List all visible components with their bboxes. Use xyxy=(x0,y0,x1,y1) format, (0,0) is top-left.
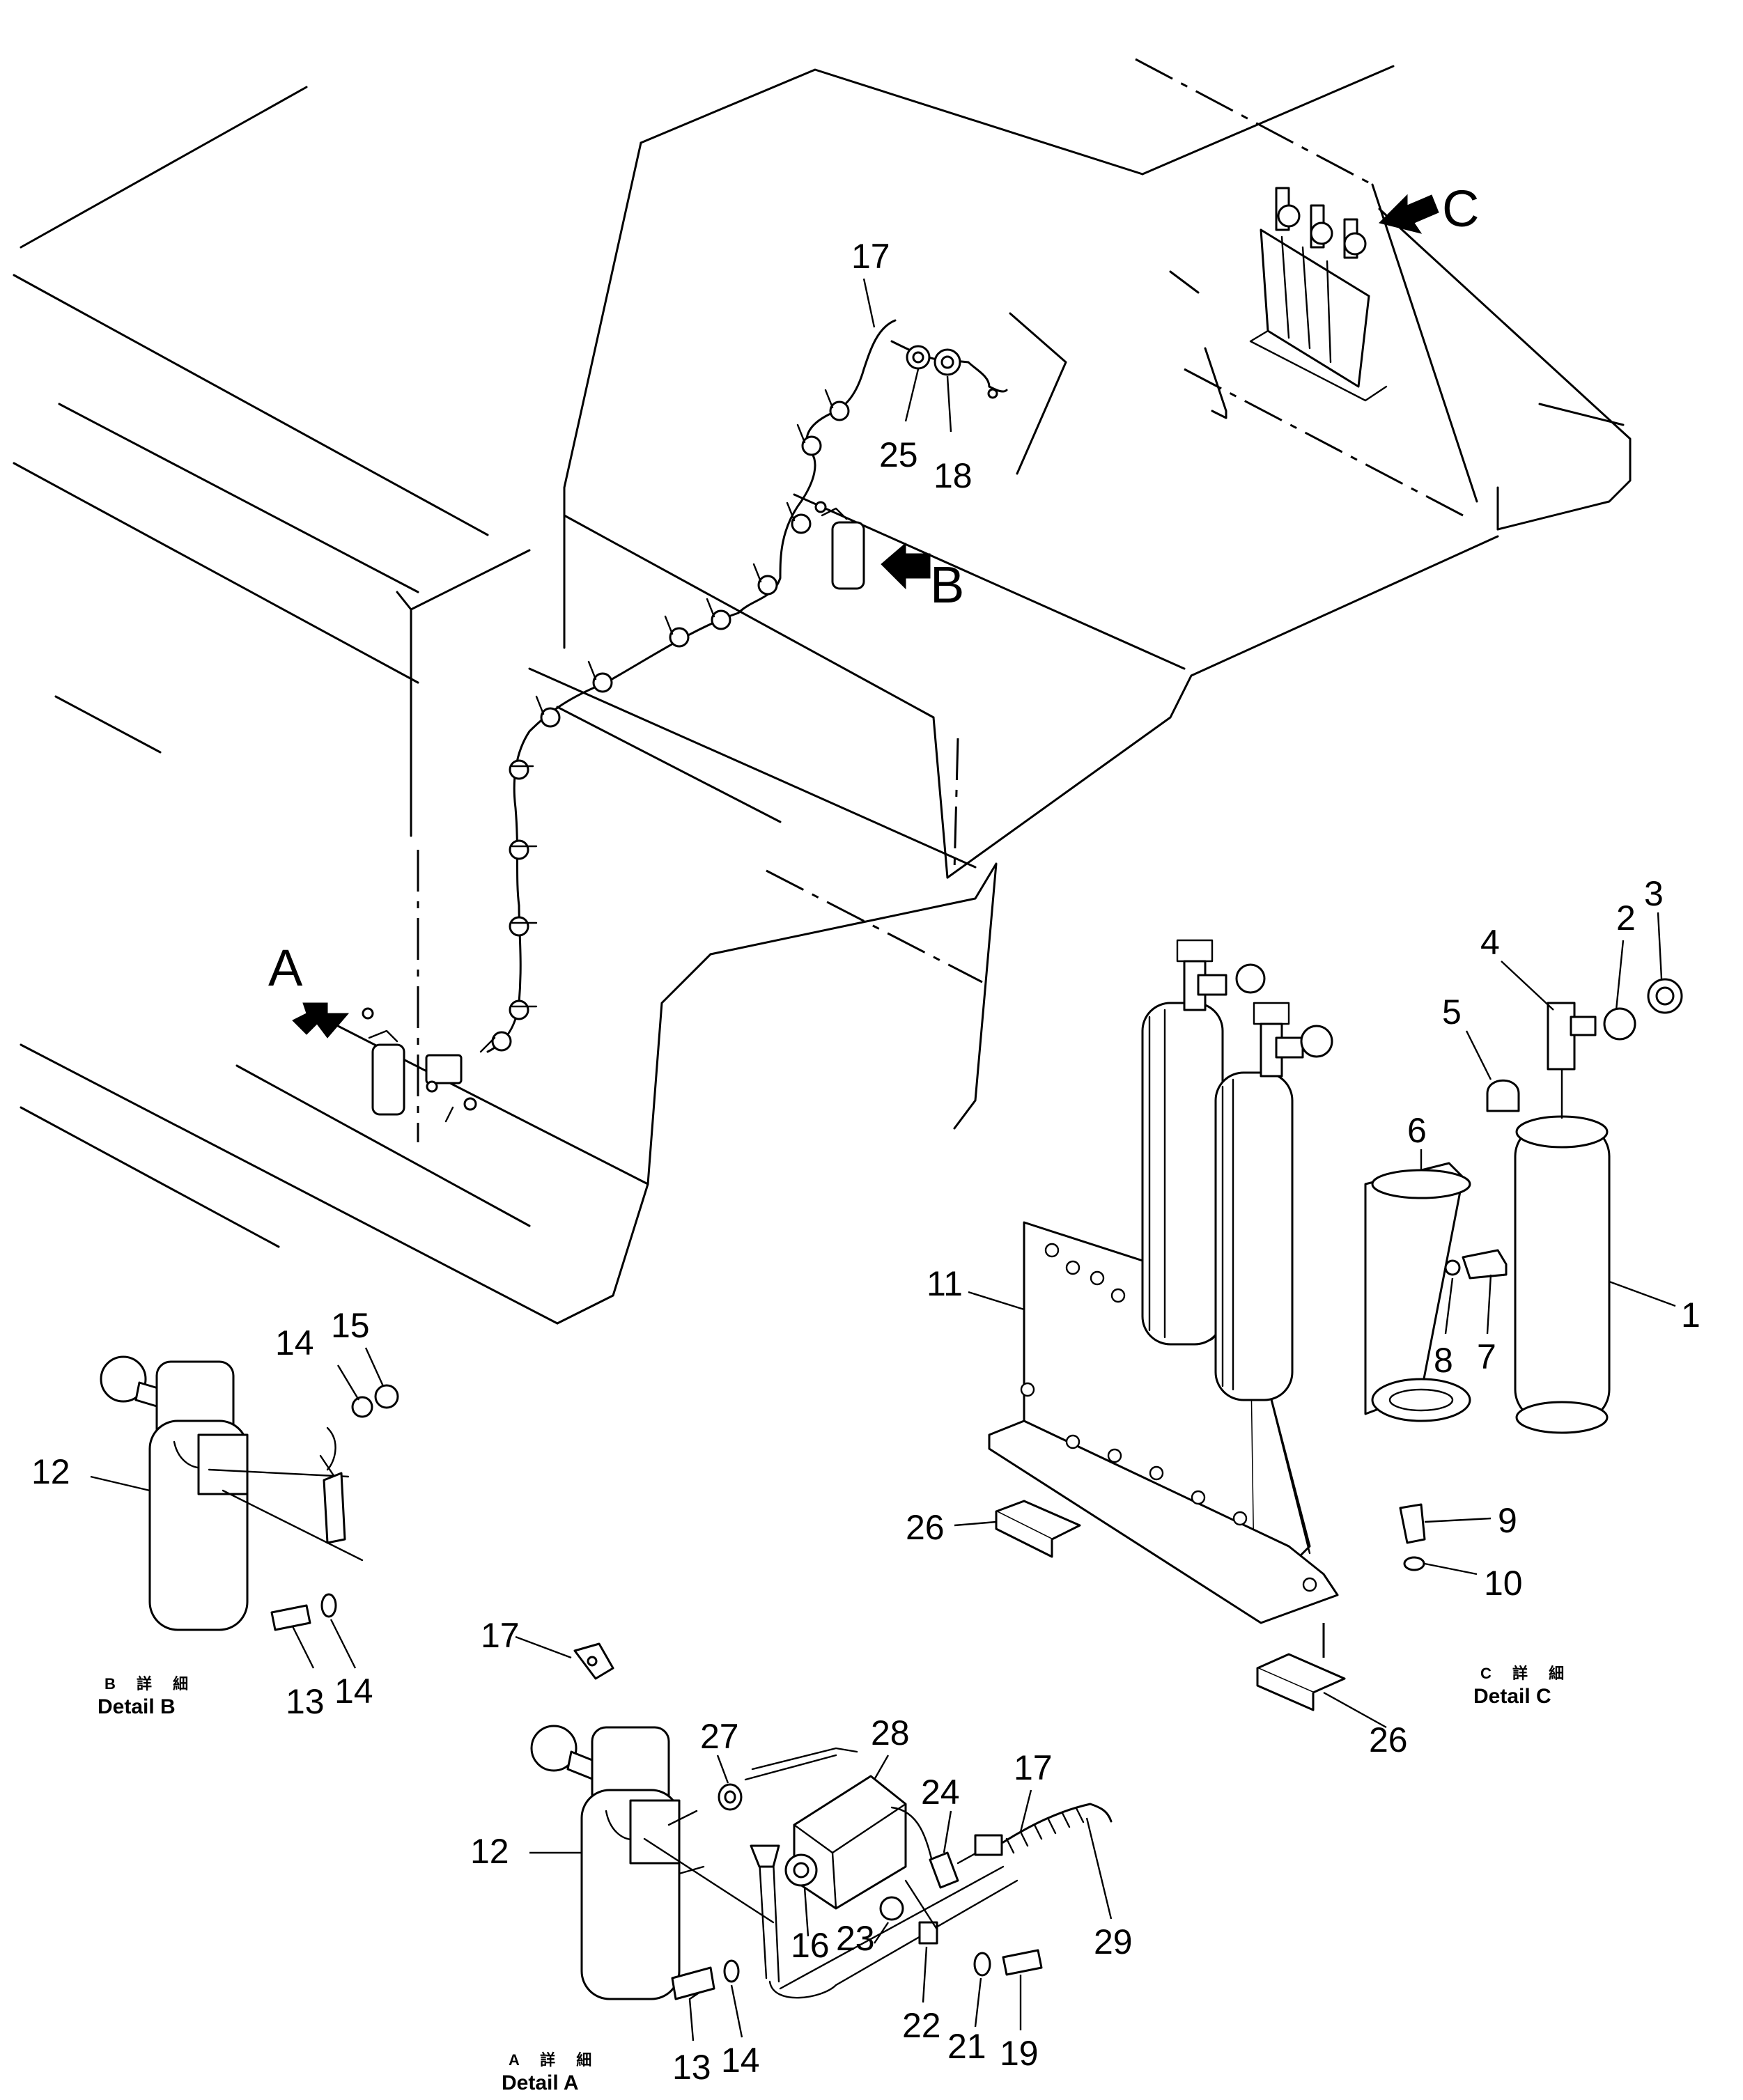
callout-13-detail-a: 13 xyxy=(672,2048,711,2087)
clamp-icon xyxy=(664,615,690,648)
callout-26-right: 26 xyxy=(1369,1720,1408,1759)
detail-c-caption-en: Detail C xyxy=(1473,1685,1551,1708)
hose-17-routing xyxy=(486,319,1008,1053)
clamp-icon xyxy=(796,423,822,456)
detail-c-caption-jp: C 詳 細 xyxy=(1480,1665,1572,1682)
callout-numbers: 17 25 18 1 2 3 4 5 6 7 8 9 10 11 26 26 1… xyxy=(31,237,1701,2087)
detail-b-caption-jp: B 詳 細 xyxy=(104,1675,196,1693)
callout-14-detail-b-top: 14 xyxy=(275,1323,314,1362)
view-arrow-a: A xyxy=(268,939,350,1039)
clamp-icon xyxy=(587,660,613,693)
callout-leaders xyxy=(90,278,1676,2041)
view-arrow-b: B xyxy=(881,542,964,614)
callout-16: 16 xyxy=(791,1926,830,1965)
callout-29: 29 xyxy=(1094,1922,1133,1961)
clamp-icon xyxy=(509,916,538,937)
callout-24: 24 xyxy=(921,1773,960,1812)
callout-6: 6 xyxy=(1407,1111,1427,1150)
callout-17-detail-a: 17 xyxy=(1014,1748,1053,1787)
clamp-icon xyxy=(752,563,778,596)
callout-13-detail-b: 13 xyxy=(286,1682,325,1721)
detail-caption-c: C 詳 細 Detail C xyxy=(1473,1665,1572,1708)
callout-27: 27 xyxy=(700,1717,739,1756)
hose-clamps xyxy=(479,389,850,1053)
view-arrow-label-a: A xyxy=(268,939,303,997)
view-arrow-label-c: C xyxy=(1442,180,1479,238)
clamp-icon xyxy=(706,598,731,630)
clamp-icon xyxy=(824,389,850,421)
detail-a-assembly xyxy=(530,1642,1113,2000)
callout-11: 11 xyxy=(927,1264,963,1303)
callout-14-detail-b-bottom: 14 xyxy=(334,1672,373,1711)
clamp-icon xyxy=(479,1031,512,1053)
callout-22: 22 xyxy=(902,2006,941,2045)
callout-28: 28 xyxy=(871,1713,910,1752)
detail-caption-a: A 詳 細 Detail A xyxy=(502,2051,600,2094)
detail-b-caption-en: Detail B xyxy=(98,1695,176,1718)
callout-18: 17 xyxy=(481,1616,520,1655)
detail-a-caption-en: Detail A xyxy=(502,2071,579,2094)
clamp-icon xyxy=(509,759,534,780)
callout-15: 15 xyxy=(331,1306,370,1345)
callout-19: 18 xyxy=(934,456,973,495)
callout-10: 10 xyxy=(1484,1564,1523,1603)
callout-26-left: 26 xyxy=(906,1508,945,1547)
detail-b-assembly xyxy=(100,1355,399,1631)
callout-5: 5 xyxy=(1442,993,1462,1032)
clamp-icon xyxy=(786,501,812,534)
callout-25: 25 xyxy=(879,435,918,474)
bottle-pack-on-machine xyxy=(1249,187,1388,402)
callout-12-detail-b: 12 xyxy=(31,1452,70,1491)
callout-8: 8 xyxy=(1434,1341,1453,1380)
callout-20: 19 xyxy=(1000,2034,1039,2073)
callout-14-detail-a: 14 xyxy=(721,2041,760,2080)
fitting-25-19 xyxy=(906,345,998,399)
clamp-icon xyxy=(509,1000,538,1020)
clamp-icon xyxy=(509,839,538,860)
callout-23: 23 xyxy=(836,1919,875,1958)
callout-17-top: 17 xyxy=(851,237,890,276)
callout-12-detail-a: 12 xyxy=(470,1832,509,1871)
detail-caption-b: B 詳 細 Detail B xyxy=(98,1675,196,1718)
view-arrow-c: C xyxy=(1379,180,1479,238)
callout-9: 9 xyxy=(1498,1501,1517,1540)
callout-21: 21 xyxy=(947,2027,986,2066)
view-arrow-label-b: B xyxy=(930,556,964,614)
detail-c-assembly xyxy=(988,939,1683,1711)
actuator-b-on-machine xyxy=(814,501,865,590)
callout-2: 2 xyxy=(1616,899,1636,938)
callout-3: 3 xyxy=(1644,874,1664,913)
callout-1: 1 xyxy=(1681,1296,1701,1335)
callout-4: 4 xyxy=(1480,923,1500,962)
actuator-a-on-machine xyxy=(362,1007,477,1123)
callout-7: 7 xyxy=(1477,1337,1496,1376)
machine-body-outline xyxy=(13,58,1632,1325)
detail-a-caption-jp: A 詳 細 xyxy=(509,2051,600,2069)
clamp-icon xyxy=(535,695,561,728)
